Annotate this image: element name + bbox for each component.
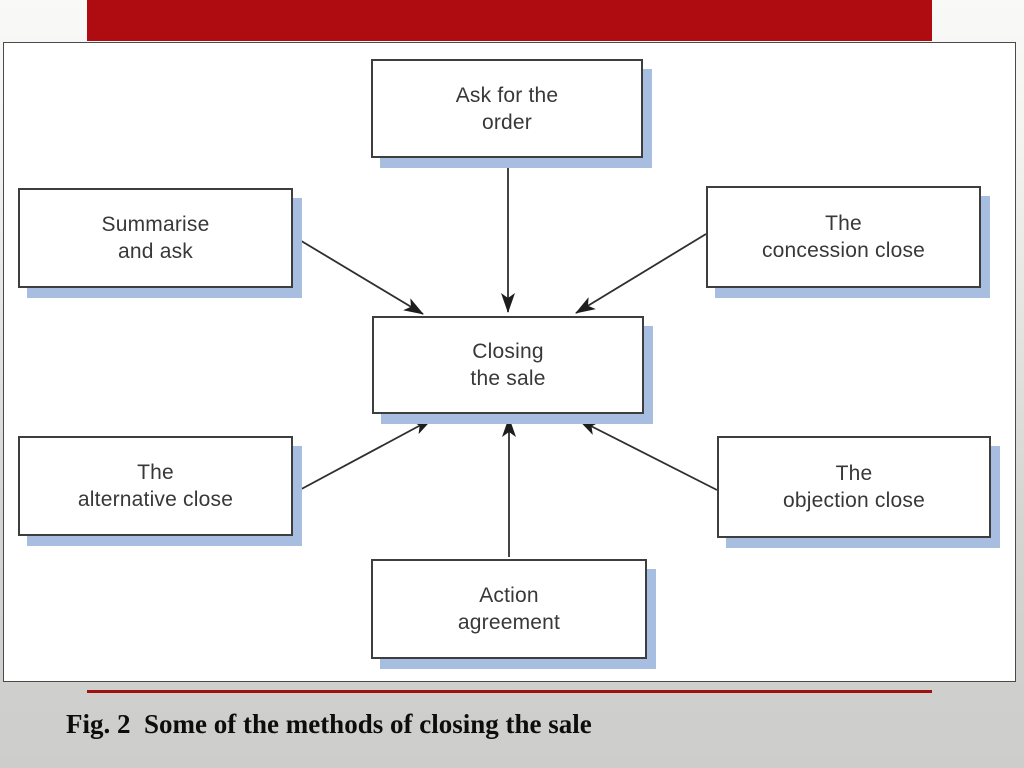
node-label-ask-for-the-order: Ask for the order: [455, 83, 559, 134]
node-the-concession-close: The concession close: [706, 186, 981, 288]
top-red-bar: [87, 0, 932, 41]
diagram-canvas: Ask for the order Summarise and ask The …: [3, 42, 1016, 682]
node-the-alternative-close: The alternative close: [18, 436, 293, 536]
node-label-action-agreement: Action agreement: [457, 584, 561, 634]
node-ask-for-the-order: Ask for the order: [371, 59, 643, 158]
caption-divider-rule: [87, 690, 932, 693]
figure-caption: Fig. 2 Some of the methods of closing th…: [66, 709, 592, 739]
node-action-agreement: Action agreement: [371, 559, 647, 659]
arrow-objection-to-closing: [578, 419, 718, 491]
node-summarise-and-ask: Summarise and ask: [18, 188, 293, 288]
arrow-concession-to-closing: [575, 233, 707, 314]
node-label-closing-the-sale: Closing the sale: [470, 340, 546, 390]
arrow-summarise-to-closing: [292, 235, 424, 315]
node-the-objection-close: The objection close: [717, 436, 991, 538]
node-label-the-concession-close: The concession close: [761, 212, 926, 262]
node-label-the-objection-close: The objection close: [783, 462, 925, 512]
node-label-summarise-and-ask: Summarise and ask: [101, 213, 210, 263]
node-closing-the-sale: Closing the sale: [372, 316, 644, 414]
arrow-alternative-to-closing: [293, 418, 433, 494]
arrow-layer: [292, 159, 718, 557]
node-label-the-alternative-close: The alternative close: [77, 461, 234, 511]
